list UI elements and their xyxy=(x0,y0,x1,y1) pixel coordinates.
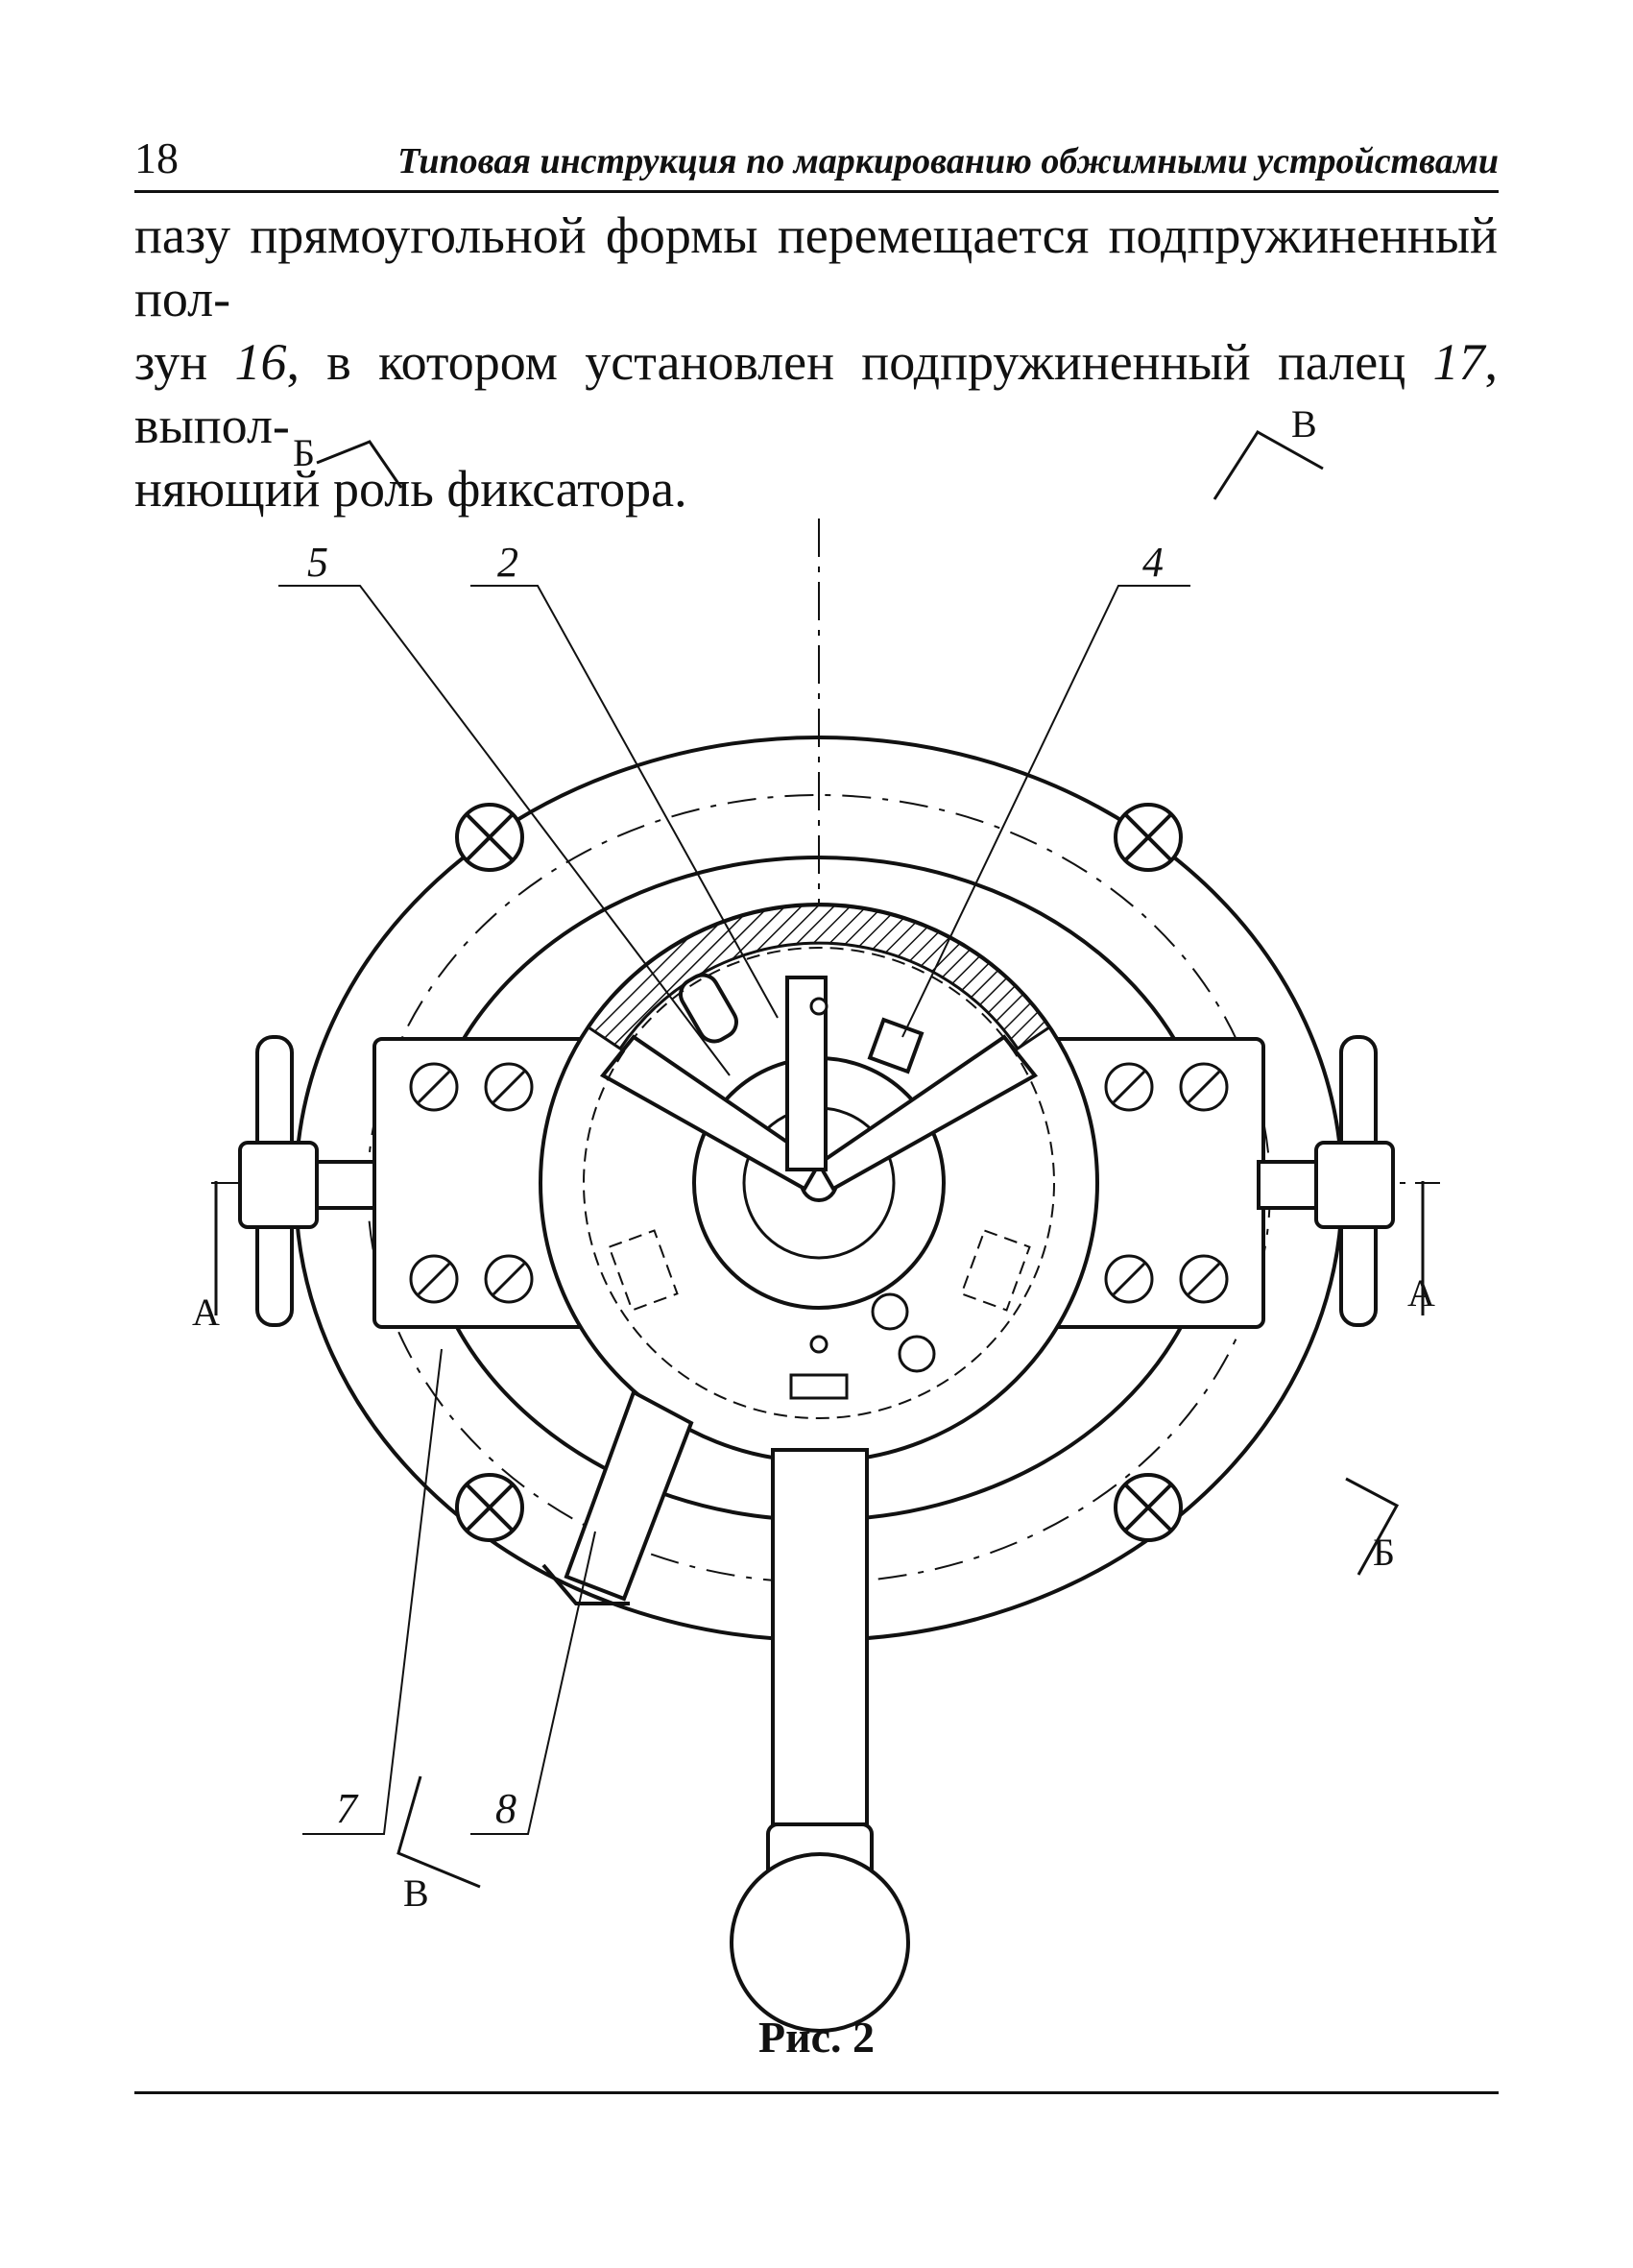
paragraph-line-1: пазу прямоугольной формы перемещается по… xyxy=(134,206,1498,327)
main-lever xyxy=(730,1448,910,2033)
hidden-parts xyxy=(583,947,1055,1419)
paragraph-line-3: няющий роль фиксатора. xyxy=(134,460,687,518)
section-mark-b-top: Б xyxy=(293,431,315,474)
section-mark-b-bottom: Б xyxy=(1373,1531,1395,1574)
small-holes xyxy=(809,997,936,1373)
section-mark-a-right: А xyxy=(1407,1271,1435,1315)
leader-lines xyxy=(278,585,1190,1835)
right-handle xyxy=(1257,1035,1395,1327)
text-span: , выпол- xyxy=(134,333,1498,454)
footer-rule xyxy=(134,2091,1499,2094)
paragraph-line-2: зун 16, в котором установлен подпружинен… xyxy=(134,330,1498,457)
reference-number: 16 xyxy=(234,333,287,391)
side-lever xyxy=(541,1389,694,1605)
running-header: Типовая инструкция по маркированию обжим… xyxy=(397,141,1499,181)
section-mark-v-bottom: В xyxy=(403,1871,429,1915)
text-span: зун xyxy=(134,333,235,391)
callout-5: 5 xyxy=(307,539,328,586)
body-text: пазу прямоугольной формы перемещается по… xyxy=(134,204,1498,520)
callout-4: 4 xyxy=(1142,539,1164,586)
section-mark-v-top: В xyxy=(1291,403,1317,446)
section-mark-a-left: А xyxy=(192,1291,220,1334)
callout-7: 7 xyxy=(336,1785,359,1832)
header-rule xyxy=(134,190,1499,193)
section-lines xyxy=(214,430,1425,1889)
page-number: 18 xyxy=(134,133,179,182)
flange-bolt-holes xyxy=(455,803,1183,1542)
callout-2: 2 xyxy=(497,539,518,586)
technical-drawing: 5 2 4 7 8 Б В А А Б В xyxy=(0,403,1633,2036)
callout-8: 8 xyxy=(495,1785,516,1832)
drawing-canvas: 5 2 4 7 8 Б В А А Б В xyxy=(192,403,1440,2033)
figure-caption: Рис. 2 xyxy=(757,2013,876,2062)
bottom-slot xyxy=(789,1373,849,1400)
carriage-bolts xyxy=(409,1062,1229,1304)
hatched-segment xyxy=(586,904,1052,1051)
left-handle xyxy=(238,1035,376,1327)
text-span: , в котором установлен подпружиненный па… xyxy=(286,333,1433,391)
reference-number: 17 xyxy=(1432,333,1485,391)
